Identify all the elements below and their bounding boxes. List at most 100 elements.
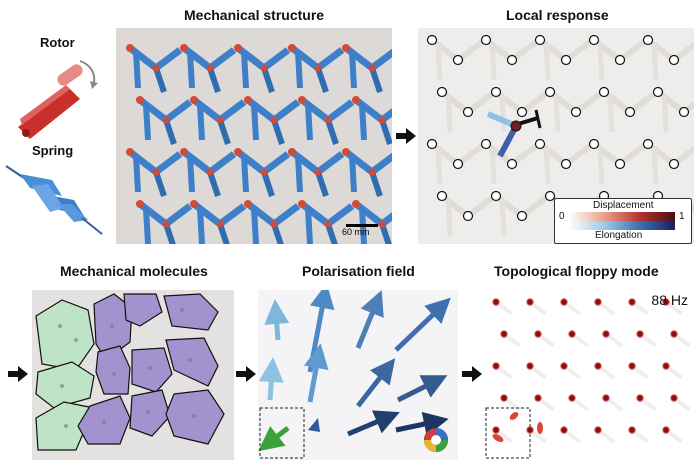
polarisation-arrow [303,343,329,403]
node-marker [614,54,626,66]
spring [499,199,507,237]
spring [143,103,151,141]
rotor-node [352,200,360,208]
molecule-purple [123,293,163,327]
spring [494,193,524,219]
spring [315,67,329,93]
spring [553,95,561,133]
node-marker [462,210,474,222]
node-marker [534,34,546,46]
spring [127,45,159,71]
spring [153,151,183,175]
rotor-node [216,220,224,228]
node-marker [452,158,464,170]
node-marker [426,34,438,46]
rotor-node [288,44,296,52]
polarisation-arrow [264,299,290,341]
scale-bar-label: 60 mm [342,227,370,237]
highlight-box [485,407,531,459]
rotor-label: Rotor [40,35,75,50]
rotor-node [314,64,322,72]
spring [430,141,460,167]
spring [207,171,221,197]
rotor-node [216,116,224,124]
highlight-box [259,407,305,459]
arrow-icon [462,366,482,382]
node-marker [516,210,528,222]
spring [325,203,355,227]
spring [489,43,497,81]
spring [163,99,193,123]
spring [299,97,331,123]
spring [369,48,392,71]
spring [245,201,277,227]
rotor-node [298,200,306,208]
polarisation-arrow [347,410,400,437]
spring [445,199,453,237]
spring [353,97,385,123]
node-marker [668,54,680,66]
node [492,426,500,434]
rotor-node [234,44,242,52]
spring [261,47,291,71]
rotor-node [260,168,268,176]
node-marker [560,54,572,66]
scale-bar [346,224,378,227]
spring [241,51,249,89]
spring [191,201,223,227]
spring [315,47,345,71]
spring [548,89,578,115]
spring [349,51,357,89]
node [534,394,542,402]
spring [197,207,205,244]
node-marker [490,86,502,98]
node-marker [570,106,582,118]
node-marker [544,86,556,98]
rotor-node [342,148,350,156]
node-marker [480,34,492,46]
spring [592,141,622,167]
node-marker [534,138,546,150]
node-marker [668,158,680,170]
spring [305,207,313,244]
rotor-node [368,168,376,176]
spring [379,212,392,227]
spring [207,67,221,93]
spring [651,43,659,81]
node [594,362,602,370]
node-marker [436,86,448,98]
polarisation-arrow [396,375,448,403]
rotor-node [244,200,252,208]
node-marker [426,138,438,150]
node [636,394,644,402]
node-marker [588,34,600,46]
rotor-node [314,168,322,176]
spring [187,51,195,89]
rotor-node [162,220,170,228]
rotor-node [260,64,268,72]
spring [153,47,183,71]
spring [538,37,568,63]
spring [143,207,151,244]
spring [235,149,267,175]
title-mechanical-structure: Mechanical structure [184,7,325,23]
rotor-node [324,116,332,124]
legend-elongation-label: Elongation [595,230,643,241]
polarisation-arrow [394,297,451,352]
node [492,298,500,306]
spring [435,43,443,81]
molecule-purple [129,389,171,437]
spring [207,151,237,175]
spring [289,45,321,71]
node [628,298,636,306]
polarisation-arrow [308,418,320,432]
pin-icon [534,109,542,129]
node [500,330,508,338]
node-marker [436,190,448,202]
node [526,362,534,370]
spring [133,51,141,89]
node [500,394,508,402]
node-marker [506,54,518,66]
spring [656,89,686,115]
spring [661,95,669,133]
